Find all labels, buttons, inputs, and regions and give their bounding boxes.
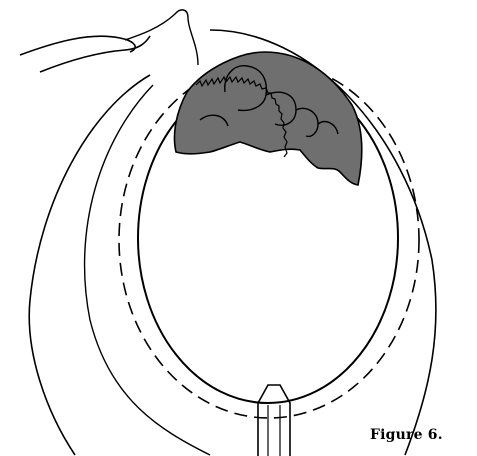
- figure-caption: Figure 6.: [370, 427, 443, 443]
- suture-thread: [125, 10, 198, 65]
- outer-left-arc: [29, 75, 150, 455]
- stem-inner-lines: [268, 405, 280, 456]
- hand-left-stroke-1: [20, 36, 135, 55]
- hand-left-stroke-2: [40, 36, 150, 72]
